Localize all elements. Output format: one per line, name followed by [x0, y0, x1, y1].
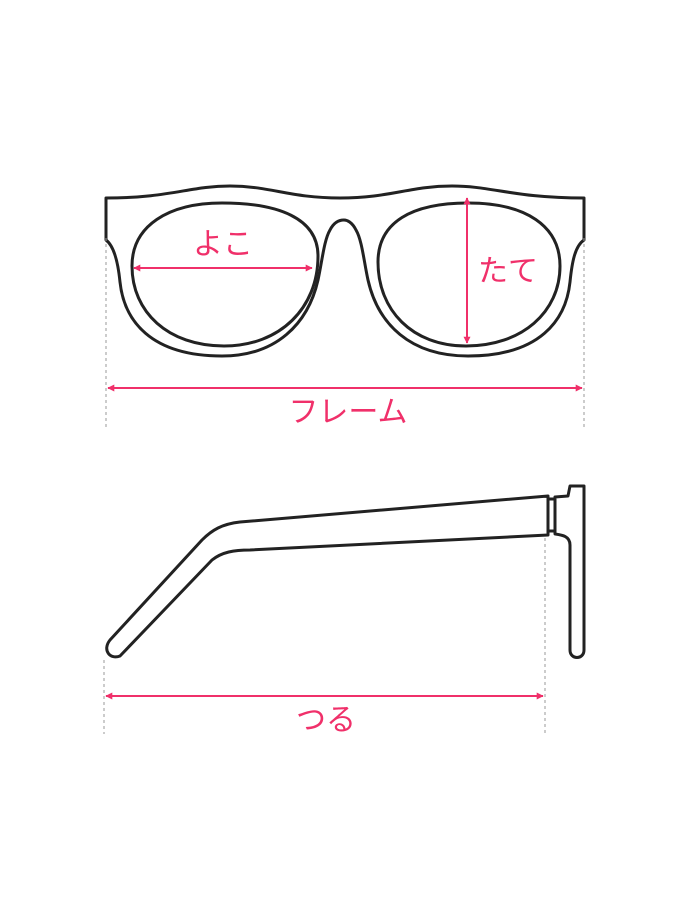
- temple-length-label: つる: [296, 703, 356, 738]
- lens-width-label: よこ: [193, 227, 253, 262]
- front-view: よこ たて フレーム: [104, 184, 586, 430]
- frame-width-label: フレーム: [288, 395, 407, 430]
- temple-arm-outline: [105, 494, 550, 659]
- side-view: つる: [103, 484, 586, 738]
- lens-height-label: たて: [478, 254, 538, 289]
- left-lens-outline: [130, 201, 320, 348]
- frame-side-profile: [553, 484, 586, 659]
- right-lens-outline: [376, 201, 562, 348]
